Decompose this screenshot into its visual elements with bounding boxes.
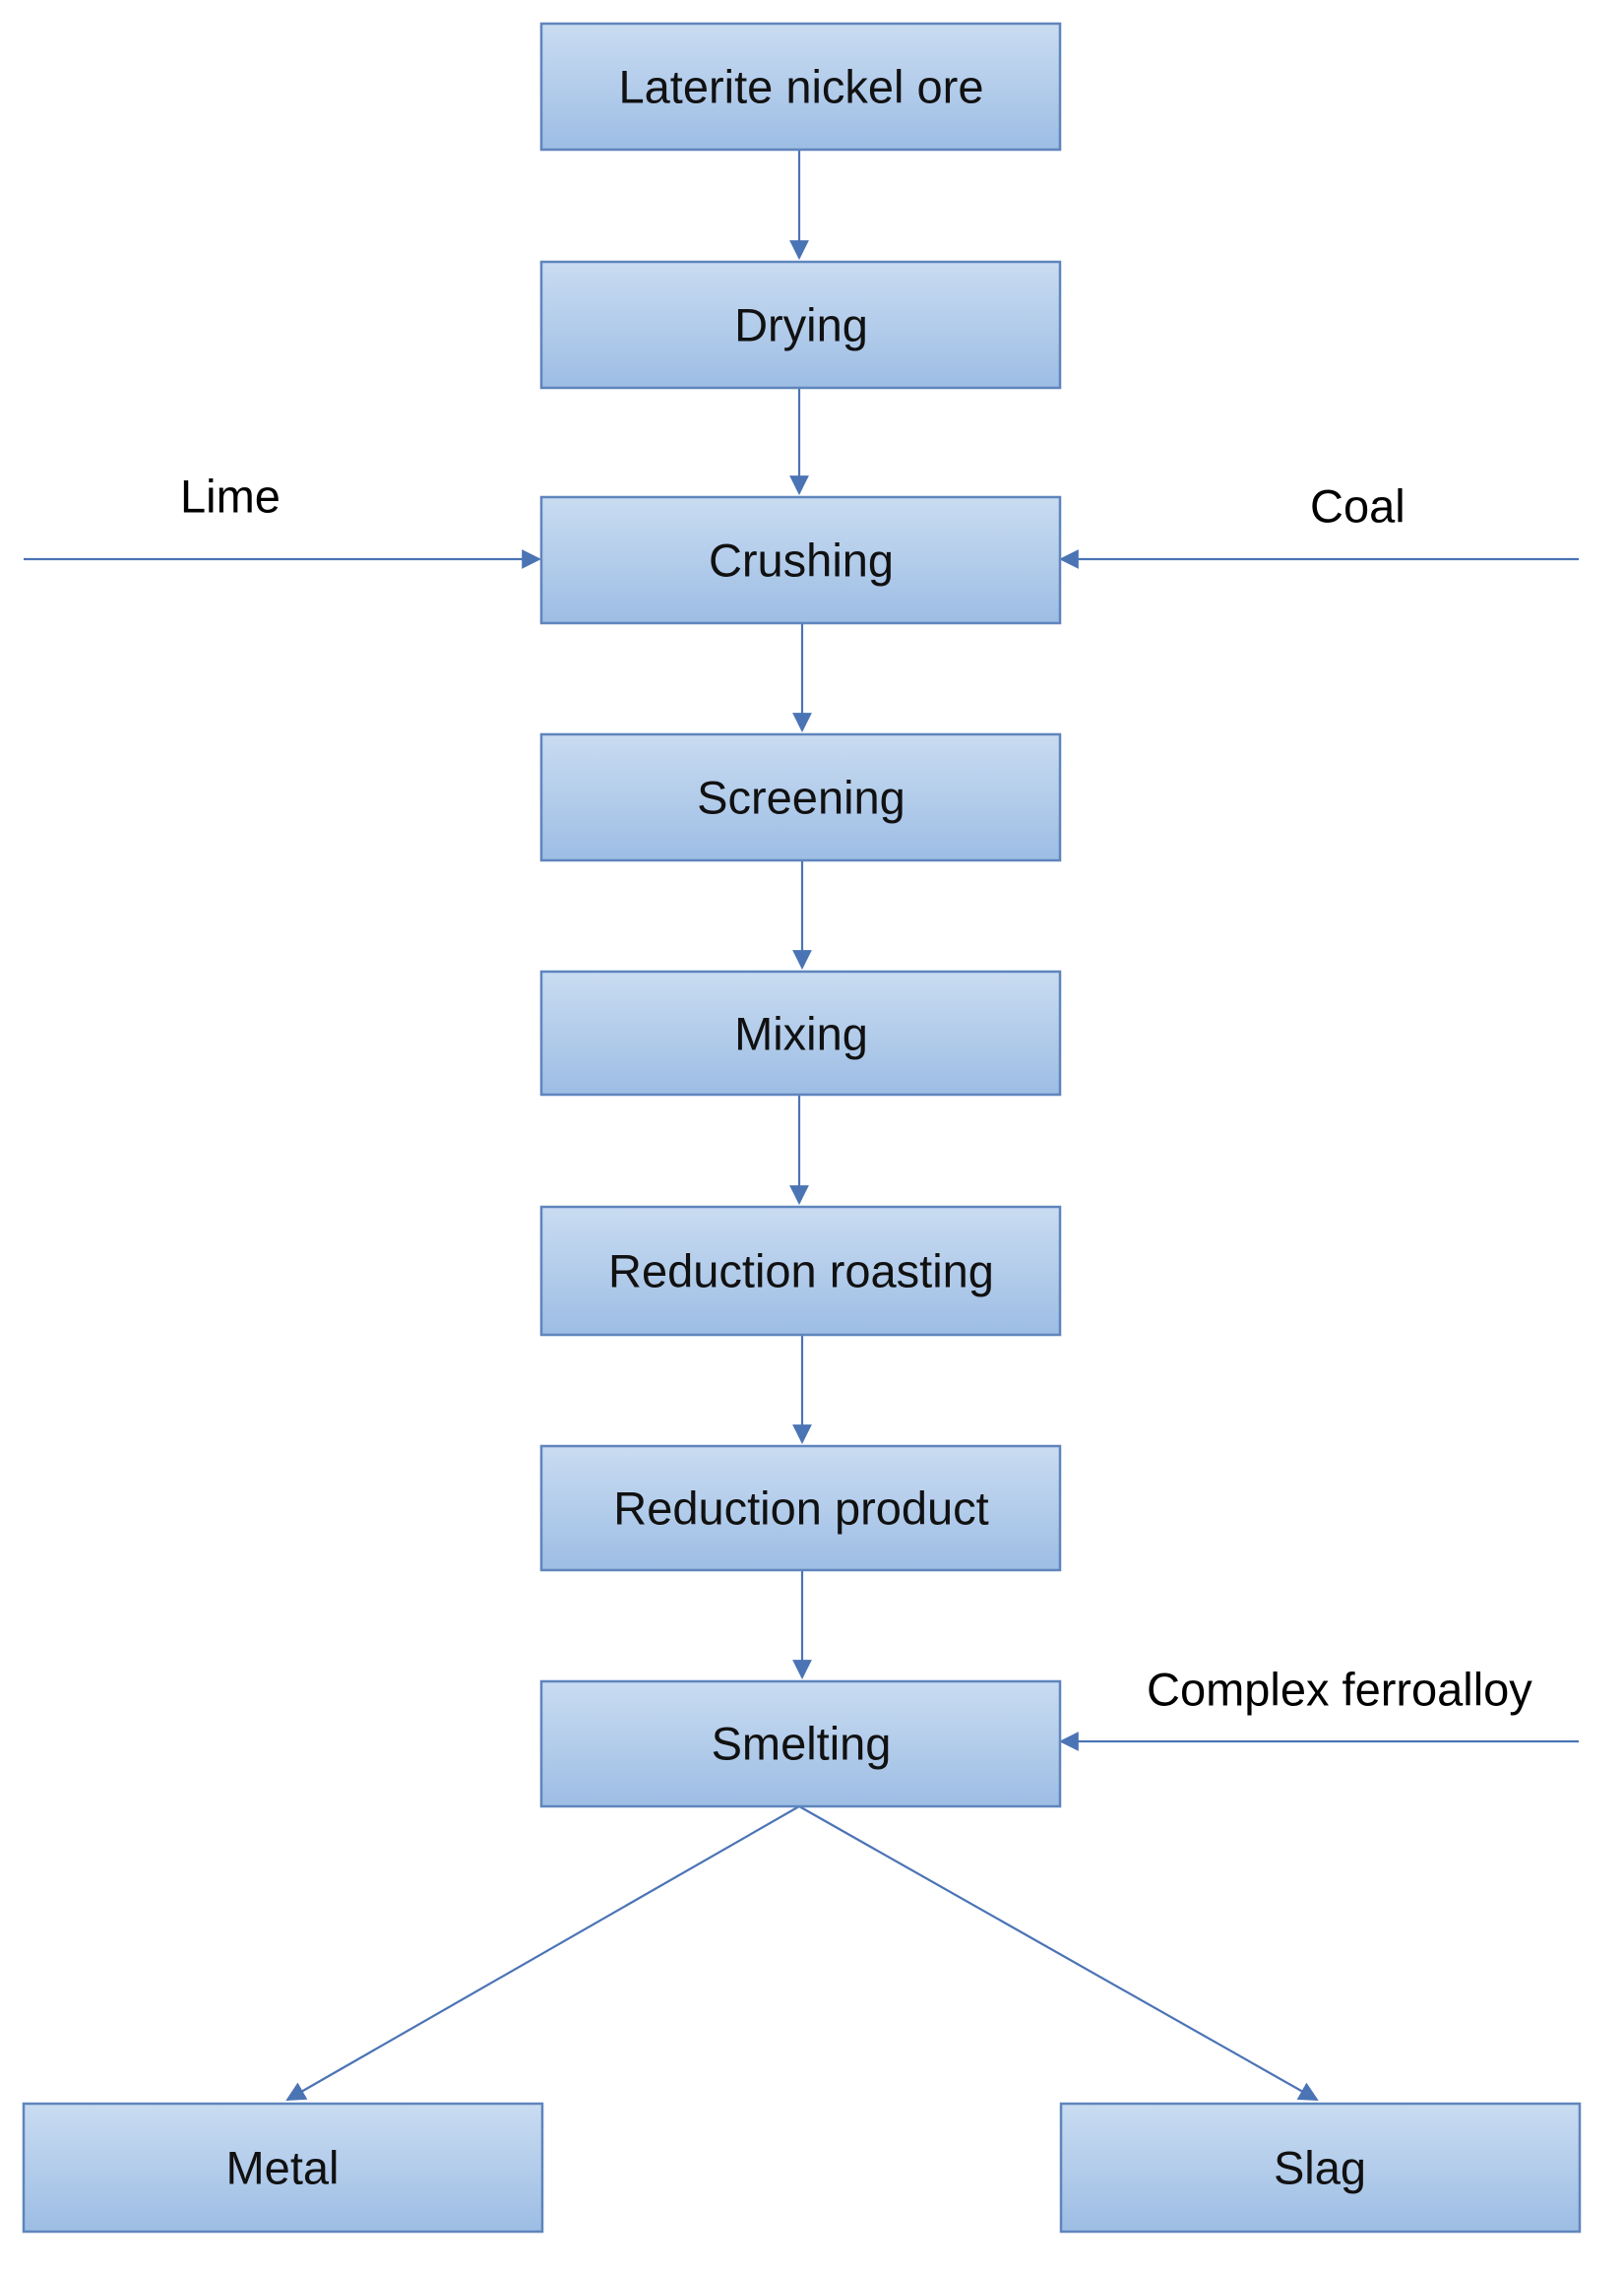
node-label: Metal [226,2142,340,2194]
node-crushing: Crushing [539,495,1062,625]
node-label: Laterite nickel ore [619,61,984,113]
node-label: Smelting [712,1718,892,1770]
input-label-complex-ferroalloy: Complex ferroalloy [1147,1664,1532,1716]
node-reduction-roasting: Reduction roasting [539,1205,1062,1337]
node-label: Mixing [734,1008,868,1060]
node-label: Crushing [709,535,894,587]
node-slag: Slag [1059,2102,1582,2234]
input-label-lime: Lime [180,471,281,523]
node-mixing: Mixing [539,970,1062,1097]
node-metal: Metal [22,2102,544,2234]
node-label: Reduction product [613,1482,988,1535]
node-drying: Drying [539,260,1062,390]
node-label: Screening [697,772,906,824]
arrow-smelting-to-metal [285,1805,800,2101]
node-screening: Screening [539,732,1062,862]
node-laterite-nickel-ore: Laterite nickel ore [539,22,1062,152]
arrow-smelting-to-slag [798,1805,1319,2101]
input-label-coal: Coal [1310,480,1405,533]
node-reduction-product: Reduction product [539,1444,1062,1572]
node-label: Slag [1274,2142,1366,2194]
node-label: Drying [734,299,868,351]
node-smelting: Smelting [539,1679,1062,1808]
node-label: Reduction roasting [608,1245,994,1297]
